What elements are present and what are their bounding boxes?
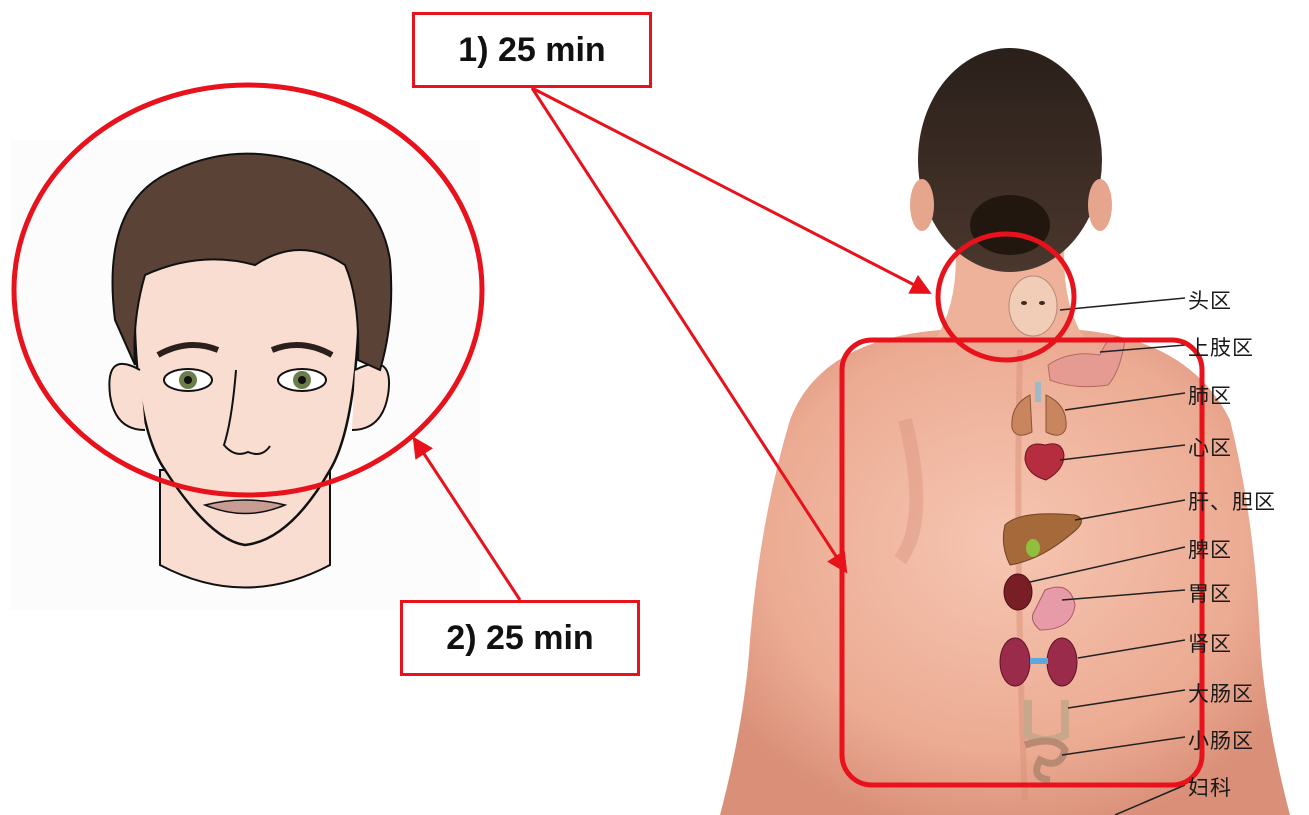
zone-label-gynecology: 妇科 [1188, 772, 1232, 802]
zone-label-stomach: 胃区 [1188, 578, 1232, 608]
step1-duration: 1) 25 min [458, 31, 605, 70]
step1-callout: 1) 25 min [412, 12, 652, 88]
zone-label-small-intestine: 小肠区 [1188, 725, 1254, 755]
face-illustration [10, 140, 480, 610]
zone-label-lung: 肺区 [1188, 380, 1232, 410]
head-icon [1009, 276, 1057, 336]
zone-label-kidney: 肾区 [1188, 628, 1232, 658]
zone-label-spleen: 脾区 [1188, 534, 1232, 564]
step2-callout: 2) 25 min [400, 600, 640, 676]
arrow-step1-to-neck [532, 88, 928, 292]
zone-label-large-intestine: 大肠区 [1188, 678, 1254, 708]
step2-duration: 2) 25 min [446, 619, 593, 658]
zone-label-heart: 心区 [1188, 432, 1232, 462]
zone-label-head: 头区 [1188, 285, 1232, 315]
zone-label-upper-limb: 上肢区 [1188, 332, 1254, 362]
spleen-icon [1004, 574, 1032, 610]
zone-label-liver-gallbladder: 肝、胆区 [1188, 486, 1276, 516]
arrow-step1-to-back [532, 88, 845, 570]
